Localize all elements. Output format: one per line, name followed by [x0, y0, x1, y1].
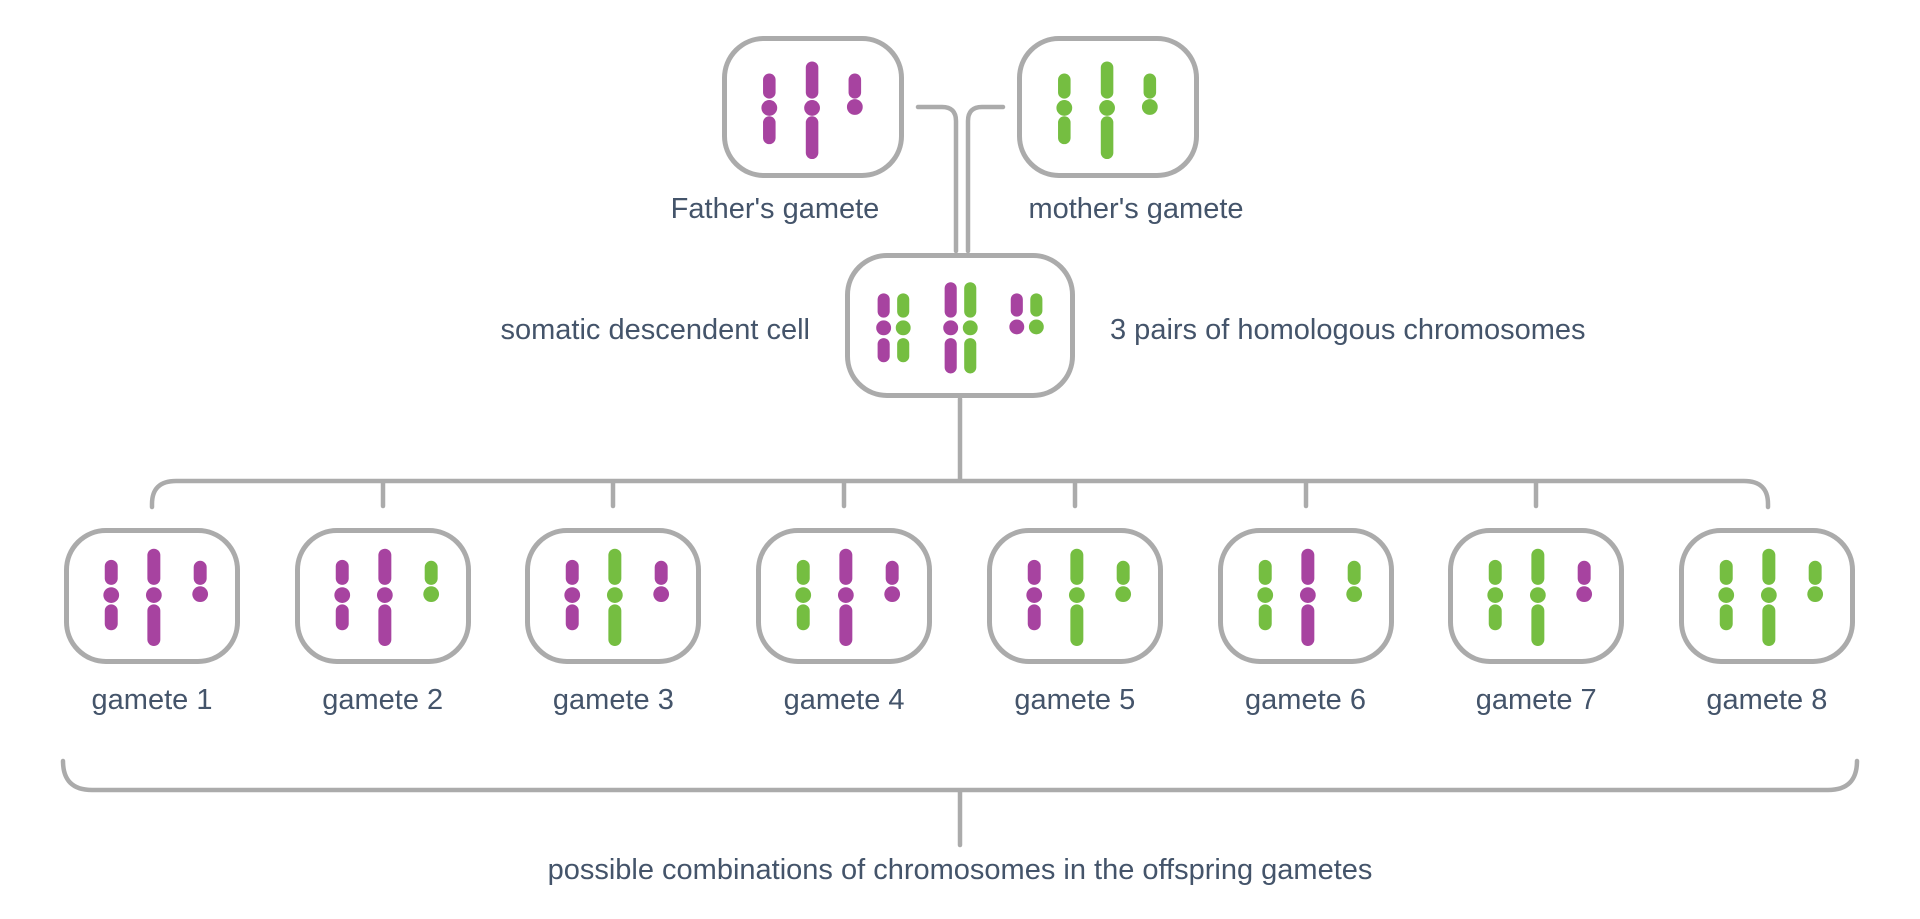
- gamete-cell-4: [756, 528, 933, 664]
- gamete-label-6: gamete 6: [1245, 684, 1366, 716]
- father-gamete-cell: [722, 36, 904, 178]
- mother-chromosomes: [1056, 61, 1158, 160]
- gamete-label-4: gamete 4: [783, 684, 905, 716]
- gamete-2-chromosomes: [334, 548, 439, 647]
- gamete-8-chromosomes: [1718, 548, 1823, 647]
- gamete-label-5: gamete 5: [1014, 684, 1136, 716]
- mother-gamete-label: mother's gamete: [1028, 193, 1244, 225]
- gamete-cell-1: [64, 528, 240, 664]
- gamete-label-8: gamete 8: [1706, 684, 1828, 716]
- summary-bracket: [60, 758, 1860, 793]
- gamete-label-2: gamete 2: [322, 684, 444, 716]
- somatic-chromosome-pairs: [876, 282, 1044, 374]
- gamete-3-chromosomes: [564, 548, 670, 647]
- gamete-5-chromosomes: [1026, 548, 1131, 647]
- father-chromosomes: [761, 61, 863, 160]
- gamete-6-chromosomes: [1256, 548, 1362, 647]
- gamete-cell-8: [1678, 528, 1855, 664]
- caption-label: possible combinations of chromosomes in …: [547, 854, 1373, 886]
- father-junction-line: [915, 104, 959, 254]
- gamete-4-chromosomes: [795, 548, 901, 647]
- gamete-label-3: gamete 3: [552, 684, 674, 716]
- gamete-label-1: gamete 1: [91, 684, 213, 716]
- gamete-cell-5: [986, 528, 1163, 664]
- somatic-cell-label: somatic descendent cell: [500, 314, 811, 346]
- homologous-pairs-label: 3 pairs of homologous chromosomes: [1110, 314, 1586, 346]
- gamete-cell-3: [525, 528, 702, 664]
- distribution-line: [149, 478, 1771, 510]
- gamete-cell-7: [1448, 528, 1625, 664]
- father-gamete-label: Father's gamete: [670, 193, 880, 225]
- mother-junction-line: [965, 104, 1006, 254]
- mother-gamete-cell: [1017, 36, 1199, 178]
- gamete-7-chromosomes: [1487, 548, 1593, 647]
- gamete-1-chromosomes: [103, 548, 209, 647]
- gamete-cell-6: [1217, 528, 1394, 664]
- gamete-cell-2: [294, 528, 471, 664]
- gamete-label-7: gamete 7: [1475, 684, 1597, 716]
- somatic-cell: [845, 253, 1075, 398]
- line-group: [60, 104, 1860, 848]
